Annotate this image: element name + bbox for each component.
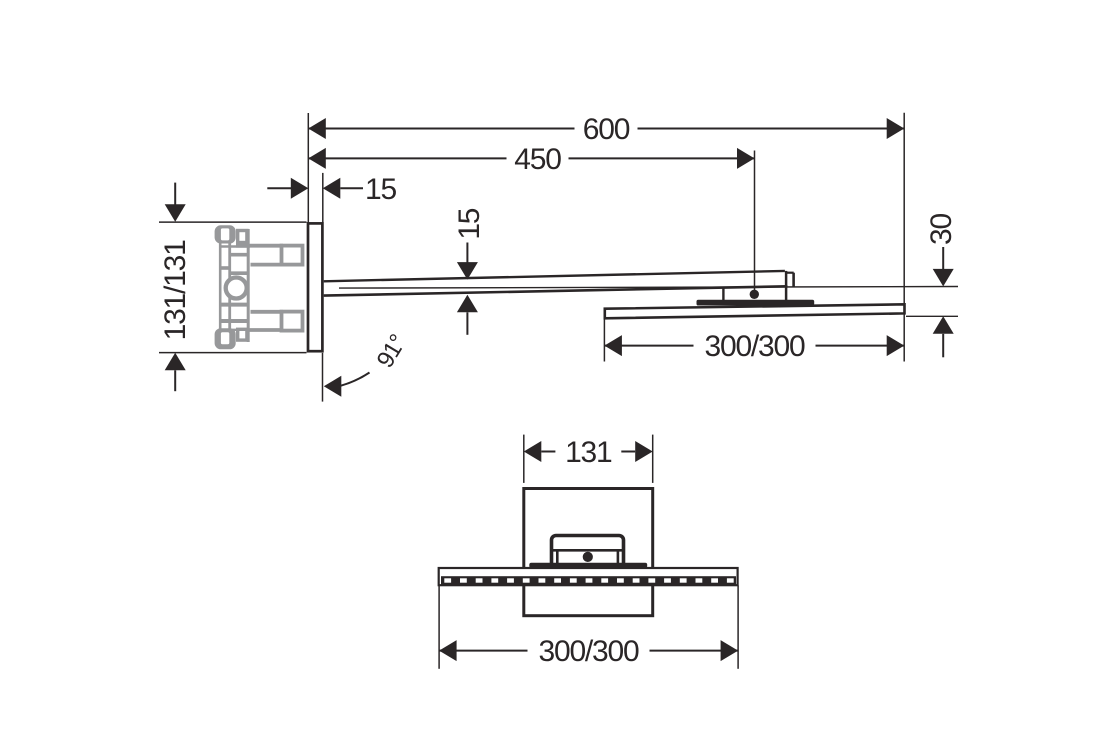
svg-text:600: 600 [583,113,630,146]
svg-text:450: 450 [514,143,561,176]
svg-text:131/131: 131/131 [159,240,192,341]
svg-text:30: 30 [925,214,958,245]
svg-text:300/300: 300/300 [704,330,805,363]
svg-text:300/300: 300/300 [538,635,639,668]
svg-text:15: 15 [365,173,396,206]
svg-text:15: 15 [453,208,486,239]
svg-text:131: 131 [565,436,612,469]
